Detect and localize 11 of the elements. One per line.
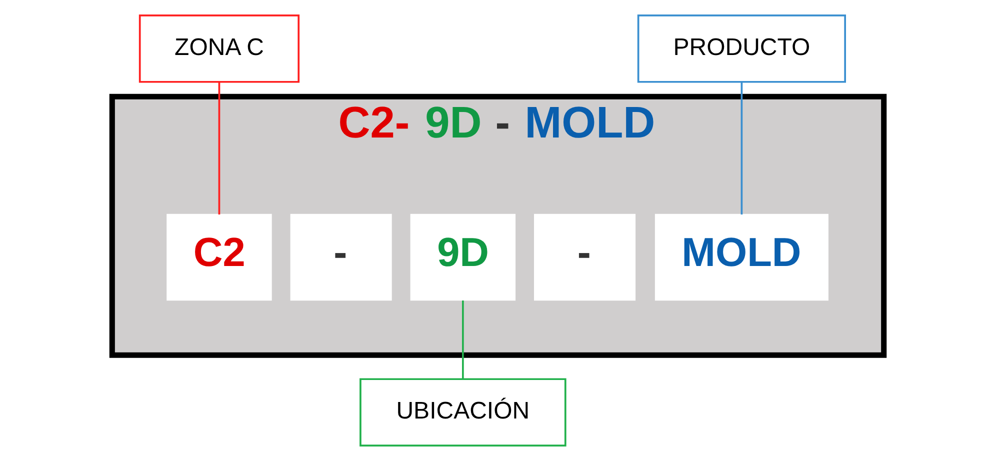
node-box: 9D	[410, 214, 516, 301]
node-box: C2	[166, 214, 272, 301]
node-box: PRODUCTO	[636, 14, 846, 83]
node-box: UBICACIÓN	[359, 378, 566, 446]
connector	[740, 82, 742, 214]
node-box: ZONA C	[138, 14, 300, 83]
connector	[218, 82, 220, 214]
node-box: MOLD	[654, 214, 828, 301]
connector	[462, 300, 464, 379]
node-box: -	[290, 214, 392, 301]
node-box: -	[534, 214, 636, 301]
